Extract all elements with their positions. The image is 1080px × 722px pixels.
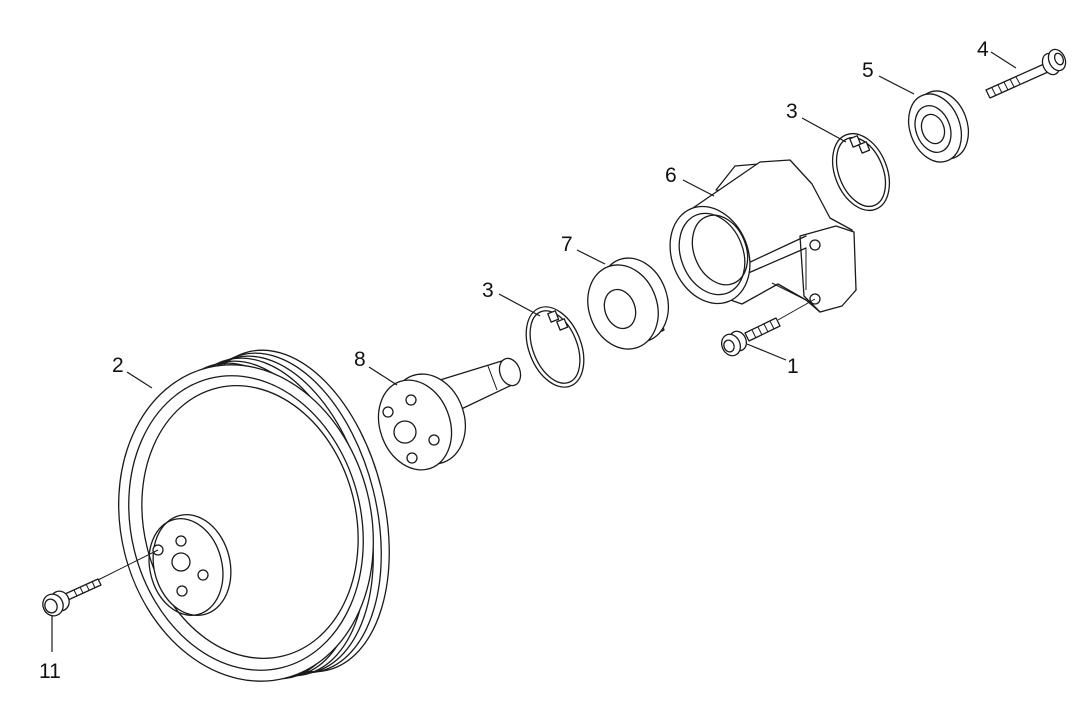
- callout-11: 11: [39, 660, 61, 683]
- bearing-part-7: [587, 257, 669, 350]
- snap-ring-part-3-lower: [525, 306, 585, 388]
- leader-lines: [51, 51, 1017, 652]
- callout-8: 8: [354, 348, 366, 371]
- bolt-part-4: [985, 48, 1067, 99]
- callout-labels: 2 8 3 7 6 3 5 4 1 11: [39, 38, 989, 683]
- callout-4: 4: [977, 38, 989, 61]
- shaft-hub-part-8: [377, 357, 522, 471]
- pulley-part-2: [118, 349, 390, 682]
- callout-3-upper: 3: [786, 100, 798, 123]
- housing-part-6: [669, 159, 857, 313]
- callout-6: 6: [665, 164, 677, 187]
- bolt-part-11: [42, 549, 159, 617]
- callout-5: 5: [862, 59, 874, 82]
- callout-1: 1: [787, 355, 799, 378]
- callout-7: 7: [561, 233, 573, 256]
- snap-ring-part-3-upper: [831, 133, 891, 211]
- seal-part-5: [907, 90, 970, 163]
- bolt-part-1: [720, 298, 816, 357]
- callout-3-lower: 3: [482, 279, 494, 302]
- callout-2: 2: [112, 354, 124, 377]
